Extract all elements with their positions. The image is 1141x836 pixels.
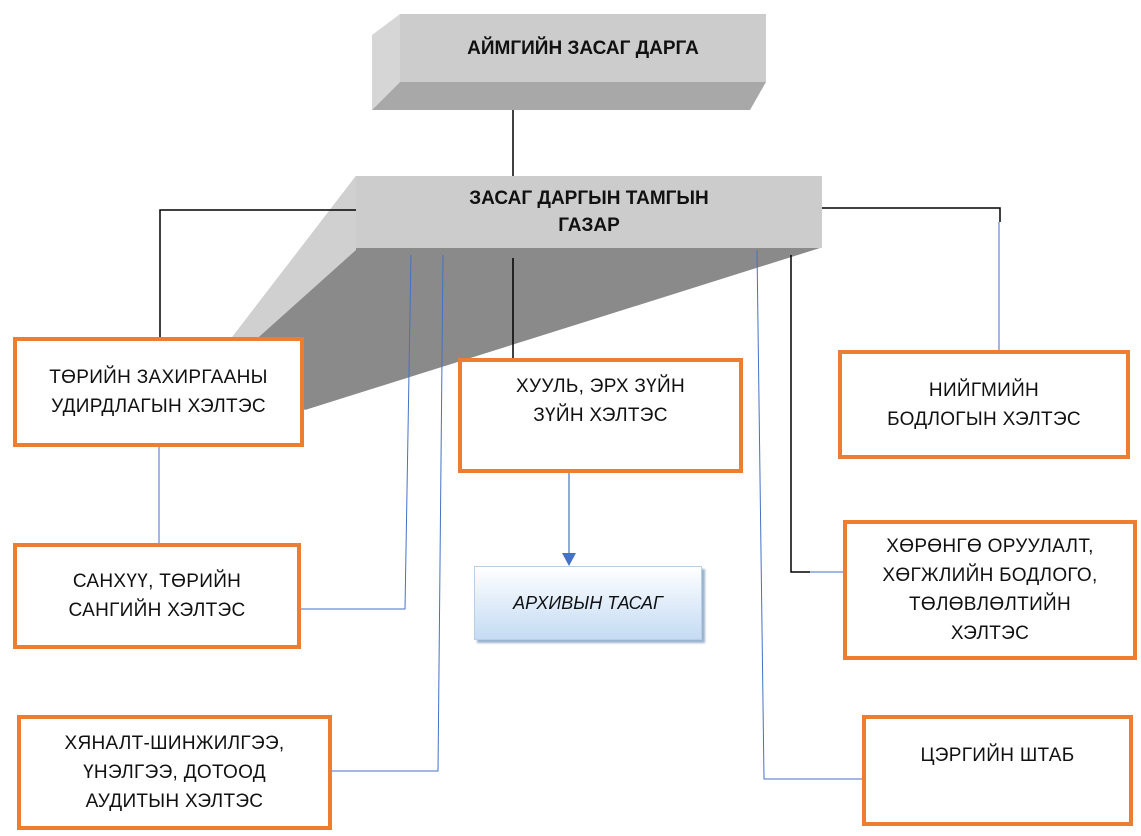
archive-unit-box: АРХИВЫН ТАСАГ [474, 566, 702, 640]
connector-office-monitoring [332, 254, 444, 772]
connector-office-finance [301, 254, 412, 610]
monitoring-department-box: ХЯНАЛТ-ШИНЖИЛГЭЭ, ҮНЭЛГЭЭ, ДОТООД АУДИТЫ… [17, 715, 332, 830]
governor-office-label: ЗАСАГ ДАРГЫН ТАМГЫН ГАЗАР [469, 188, 709, 236]
monitoring-department-label: ХЯНАЛТ-ШИНЖИЛГЭЭ, ҮНЭЛГЭЭ, ДОТООД АУДИТЫ… [64, 733, 285, 812]
connector-office-public-admin [159, 209, 368, 337]
military-staff-box: ЦЭРГИЙН ШТАБ [862, 715, 1133, 826]
social-policy-department-box: НИЙГМИЙН БОДЛОГЫН ХЭЛТЭС [838, 350, 1130, 459]
legal-department-box: ХУУЛЬ, ЭРХ ЗҮЙН ЗҮЙН ХЭЛТЭС [458, 358, 743, 473]
investment-department-label: ХӨРӨНГӨ ОРУУЛАЛТ, ХӨГЖЛИЙН БОДЛОГО, ТӨЛӨ… [882, 536, 1098, 644]
connector-office-military [756, 249, 862, 780]
governor-box: АЙМГИЙН ЗАСАГ ДАРГА [400, 14, 766, 82]
connector-office-investment [790, 255, 810, 573]
investment-department-box: ХӨРӨНГӨ ОРУУЛАЛТ, ХӨГЖЛИЙН БОДЛОГО, ТӨЛӨ… [843, 520, 1137, 660]
arrow-head-archive [562, 553, 576, 566]
finance-department-label: САНХҮҮ, ТӨРИЙН САНГИЙН ХЭЛТЭС [68, 571, 246, 621]
public-admin-department-box: ТӨРИЙН ЗАХИРГААНЫ УДИРДЛАГЫН ХЭЛТЭС [13, 337, 304, 447]
legal-department-label: ХУУЛЬ, ЭРХ ЗҮЙН ЗҮЙН ХЭЛТЭС [515, 376, 686, 426]
office-shadow-wedge [230, 176, 820, 410]
top-box-bevel-bottom [372, 82, 766, 110]
top-box-bevel-left [372, 14, 400, 110]
governor-office-box: ЗАСАГ ДАРГЫН ТАМГЫН ГАЗАР [356, 176, 822, 248]
office-shadow-light [230, 176, 356, 345]
social-policy-department-label: НИЙГМИЙН БОДЛОГЫН ХЭЛТЭС [887, 379, 1081, 430]
archive-unit-label: АРХИВЫН ТАСАГ [513, 592, 663, 613]
military-staff-label: ЦЭРГИЙН ШТАБ [920, 745, 1075, 766]
public-admin-department-label: ТӨРИЙН ЗАХИРГААНЫ УДИРДЛАГЫН ХЭЛТЭС [49, 367, 268, 417]
connector-office-social [822, 207, 1001, 222]
governor-label: АЙМГИЙН ЗАСАГ ДАРГА [467, 37, 699, 59]
finance-department-box: САНХҮҮ, ТӨРИЙН САНГИЙН ХЭЛТЭС [13, 543, 301, 649]
